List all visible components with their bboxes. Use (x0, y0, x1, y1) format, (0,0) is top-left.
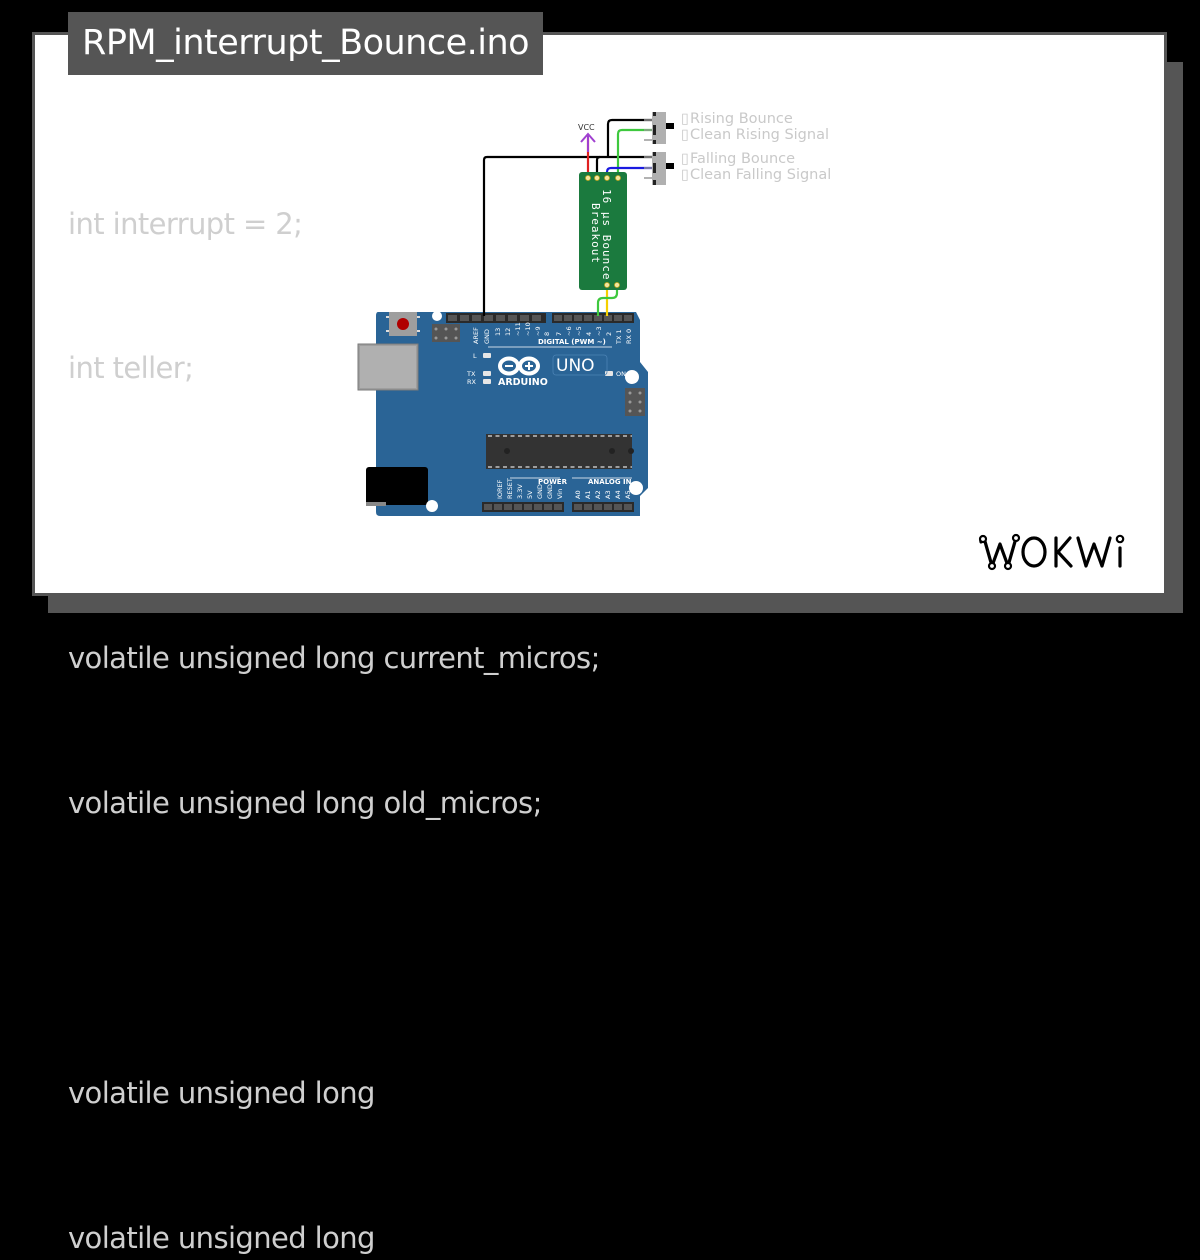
dc-power-jack (366, 467, 428, 505)
code-line: volatile unsigned long old_micros; (68, 786, 542, 821)
vcc-label: VCC (578, 123, 595, 132)
led-rx (483, 379, 491, 384)
led-label-rx: RX (467, 378, 477, 386)
power-header[interactable] (482, 502, 564, 512)
vcc-symbol: VCC (578, 123, 596, 152)
switch-label-rising-top: Rising Bounce (690, 111, 793, 127)
breakout-pin[interactable] (604, 175, 610, 181)
pin-label: Vin (556, 489, 564, 499)
pin-label: 2 (605, 332, 613, 336)
switch-label-falling-prefix: ▯ (681, 167, 689, 183)
wire-falling[interactable] (605, 166, 652, 178)
switch-label-rising-bottom: Clean Rising Signal (690, 127, 829, 143)
pin-label: ~10 (524, 322, 532, 336)
pin-label: A3 (604, 490, 612, 499)
breakout-pin[interactable] (594, 175, 600, 181)
pin-label: 13 (494, 328, 502, 336)
pin-label: A0 (574, 490, 582, 499)
wokwi-logo-text: WOKWI (978, 528, 982, 529)
digital-label: DIGITAL (PWM ~) (538, 338, 606, 346)
mounting-hole (625, 370, 639, 384)
slide-switch-rising[interactable] (644, 112, 674, 144)
digital-header-left[interactable] (446, 313, 546, 323)
pin-label: 7 (555, 332, 563, 336)
led-label-l: L (473, 352, 477, 360)
atmega-chip (486, 434, 634, 469)
pin-label: ~3 (595, 326, 603, 336)
pin-label: 5V (526, 490, 534, 499)
circuit-diagram: AREF GND 13 12 ~11 ~10 ~9 8 7 ~6 ~5 4 ~3… (357, 111, 831, 516)
arduino-uno-board[interactable]: AREF GND 13 12 ~11 ~10 ~9 8 7 ~6 ~5 4 ~3… (357, 311, 648, 516)
icsp-header-right (625, 388, 645, 416)
pin-label: ~9 (534, 326, 542, 336)
pin-label: IOREF (496, 479, 504, 499)
pin-label: GND (546, 484, 554, 499)
pin-label: RESET (506, 478, 514, 499)
mounting-hole (432, 311, 442, 321)
mounting-hole (426, 500, 438, 512)
breakout-pin[interactable] (604, 282, 610, 288)
reset-button[interactable] (386, 312, 420, 336)
bounce-breakout-board[interactable]: 16 µs Bounce Breakout (579, 172, 627, 290)
led-l (483, 353, 491, 358)
wire-rising[interactable] (616, 128, 652, 178)
power-label: POWER (538, 478, 568, 486)
arduino-brand: ARDUINO (498, 377, 548, 388)
pin-label: GND (483, 329, 491, 344)
pin-label: A5 (624, 490, 632, 499)
code-line: volatile unsigned long current_micros; (68, 641, 600, 676)
arduino-logo-icon (498, 356, 540, 376)
icsp-header-left (432, 324, 460, 342)
code-line: volatile unsigned long (68, 1075, 375, 1110)
pin-label: A2 (594, 490, 602, 499)
led-label-on: ON (616, 370, 626, 378)
pin-label: 12 (504, 328, 512, 336)
wire-gnd-breakout[interactable] (595, 155, 601, 178)
project-title: RPM_interrupt_Bounce.ino (68, 12, 544, 75)
wire-gnd[interactable] (482, 155, 652, 316)
pin-label: ~6 (565, 326, 573, 336)
mounting-hole (629, 481, 643, 495)
pin-label: 4 (585, 332, 593, 336)
pin-label: GND (536, 484, 544, 499)
pin-label: A1 (584, 490, 592, 499)
led-label-tx: TX (466, 370, 476, 378)
pin-label: AREF (472, 327, 480, 344)
breakout-pin[interactable] (614, 282, 620, 288)
breakout-subtitle: Breakout (589, 203, 602, 264)
wire-gnd-switch1[interactable] (606, 118, 652, 157)
analog-label: ANALOG IN (588, 478, 632, 486)
led-tx (483, 371, 491, 376)
pin-label: ~5 (575, 326, 583, 336)
switch-label-rising-prefix: ▯ (681, 111, 689, 127)
led-on (605, 371, 613, 376)
analog-header[interactable] (572, 502, 634, 512)
breakout-pin[interactable] (615, 175, 621, 181)
pin-label: RX 0 (625, 329, 633, 344)
switch-label-rising-prefix: ▯ (681, 127, 689, 143)
slide-switch-falling[interactable] (644, 152, 674, 185)
pin-label: TX 1 (615, 329, 623, 345)
code-line: volatile unsigned long (68, 1220, 375, 1255)
pin-label: 8 (543, 332, 551, 336)
breakout-title: 16 µs Bounce (600, 189, 613, 280)
code-line (68, 924, 600, 972)
switch-label-falling-prefix: ▯ (681, 151, 689, 167)
wire-signal-green[interactable] (596, 287, 619, 316)
code-line: int interrupt = 2; (68, 206, 303, 241)
pin-label: A4 (614, 490, 622, 499)
breakout-pin[interactable] (585, 175, 591, 181)
arduino-model: UNO (556, 356, 595, 376)
switch-label-falling-bottom: Clean Falling Signal (690, 167, 831, 183)
wokwi-logo: WOKWI (978, 528, 1125, 571)
pin-label: 3.3V (516, 484, 524, 499)
switch-label-falling-top: Falling Bounce (690, 151, 795, 167)
digital-header-right[interactable] (552, 313, 634, 323)
pin-label: ~11 (514, 322, 522, 336)
code-line: int teller; (68, 351, 194, 386)
reset-button-cap (397, 318, 409, 330)
